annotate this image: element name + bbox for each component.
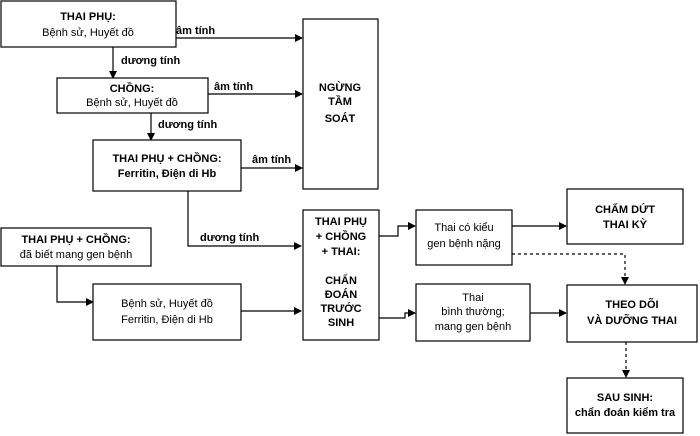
node-chan-doan-truoc-sinh: THAI PHỤ + CHỒNG + THAI: CHẨN ĐOÁN TRƯỚC… [302,209,380,341]
node-thai-nang-line-1: Thai có kiểu [434,222,493,234]
node-thai-nang-line-2: gen bệnh nặng [427,238,500,250]
node-benh-su-ferritin: Bệnh sử, Huyết đồ Ferritin, Điện di Hb [92,283,242,341]
node-chong-detail: Bệnh sử, Huyết đồ [86,97,178,109]
node-da-biet-mang-gen: THAI PHỤ + CHỒNG: đã biết mang gen bệnh [0,227,152,267]
node-chan-doan-line-2: + CHỒNG [316,230,366,243]
node-thai-phu-chong-detail: Ferritin, Điện di Hb [118,168,217,180]
node-ngung-line-1: NGỪNG [319,81,361,94]
node-ngung-tam-soat: NGỪNG TẦM SOÁT [302,18,379,190]
node-thai-phu-chong-title: THAI PHỤ + CHỒNG: [112,152,221,165]
node-ngung-line-3: SOÁT [325,112,356,125]
node-chan-doan-line-3: + THAI: [322,246,361,258]
node-cham-dut-line-1: CHẤM DỨT [595,203,655,216]
arrow-chan-doan-to-thai-nang [379,222,416,237]
connectors [56,34,630,378]
node-thai-bt-line-3: mang gen bệnh [435,321,511,333]
node-chong-title: CHỒNG: [110,82,155,95]
arrow-chan-doan-to-thai-binh-thuong [379,309,416,319]
arrow-thai-phu-chong-to-chan-doan [187,191,302,250]
node-sau-sinh-line-1: SAU SINH: [597,392,653,404]
node-ngung-line-2: TẦM [328,95,352,108]
node-cham-dut-thai-ky: CHẤM DỨT THAI KỲ [566,188,684,245]
label-duong-tinh-1: dương tính [121,55,180,67]
node-thai-phu-chong: THAI PHỤ + CHỒNG: Ferritin, Điện di Hb [92,139,242,192]
node-thai-phu-title: THAI PHỤ: [60,11,116,23]
label-am-tinh-3: âm tính [252,154,291,166]
label-duong-tinh-3: dương tính [200,232,259,244]
node-theo-doi-line-1: THEO DÕI [605,298,658,311]
label-duong-tinh-2: dương tính [158,119,217,131]
dashed-arrow-thai-nang-to-theo-doi [512,253,629,285]
node-da-biet-title: THAI PHỤ + CHỒNG: [21,233,130,246]
node-benh-su-line-2: Ferritin, Điện di Hb [121,314,213,326]
label-am-tinh-1: âm tính [176,25,215,37]
node-theo-doi-duong-thai: THEO DÕI VÀ DƯỠNG THAI [566,284,698,343]
node-chan-doan-line-7: SINH [328,317,354,329]
node-sau-sinh: SAU SINH: chẩn đoán kiểm tra [566,377,684,434]
node-thai-bt-line-2: bình thường; [441,306,505,318]
node-thai-phu-detail: Bệnh sử, Huyết đồ [42,27,134,39]
node-thai-binh-thuong: Thai bình thường; mang gen bệnh [415,283,531,342]
edge-labels: âm tính dương tính âm tính dương tính âm… [121,25,291,244]
node-thai-bt-line-1: Thai [462,292,483,304]
node-chan-doan-line-1: THAI PHỤ [315,216,367,228]
node-chan-doan-line-4: CHẨN [325,274,357,287]
node-cham-dut-line-2: THAI KỲ [603,218,648,231]
node-da-biet-detail: đã biết mang gen bệnh [20,249,133,261]
node-theo-doi-line-2: VÀ DƯỠNG THAI [587,314,677,327]
node-chong: CHỒNG: Bệnh sử, Huyết đồ [56,77,209,114]
node-thai-phu: THAI PHỤ: Bệnh sử, Huyết đồ [0,0,177,48]
label-am-tinh-2: âm tính [214,81,253,93]
arrow-da-biet-to-benh-su [56,266,94,306]
node-benh-su-line-1: Bệnh sử, Huyết đồ [121,298,213,310]
node-thai-gen-benh-nang: Thai có kiểu gen bệnh nặng [415,209,513,266]
node-chan-doan-line-5: ĐOÁN [325,288,357,301]
node-chan-doan-line-6: TRƯỚC [320,302,361,315]
node-sau-sinh-line-2: chẩn đoán kiểm tra [575,407,676,419]
